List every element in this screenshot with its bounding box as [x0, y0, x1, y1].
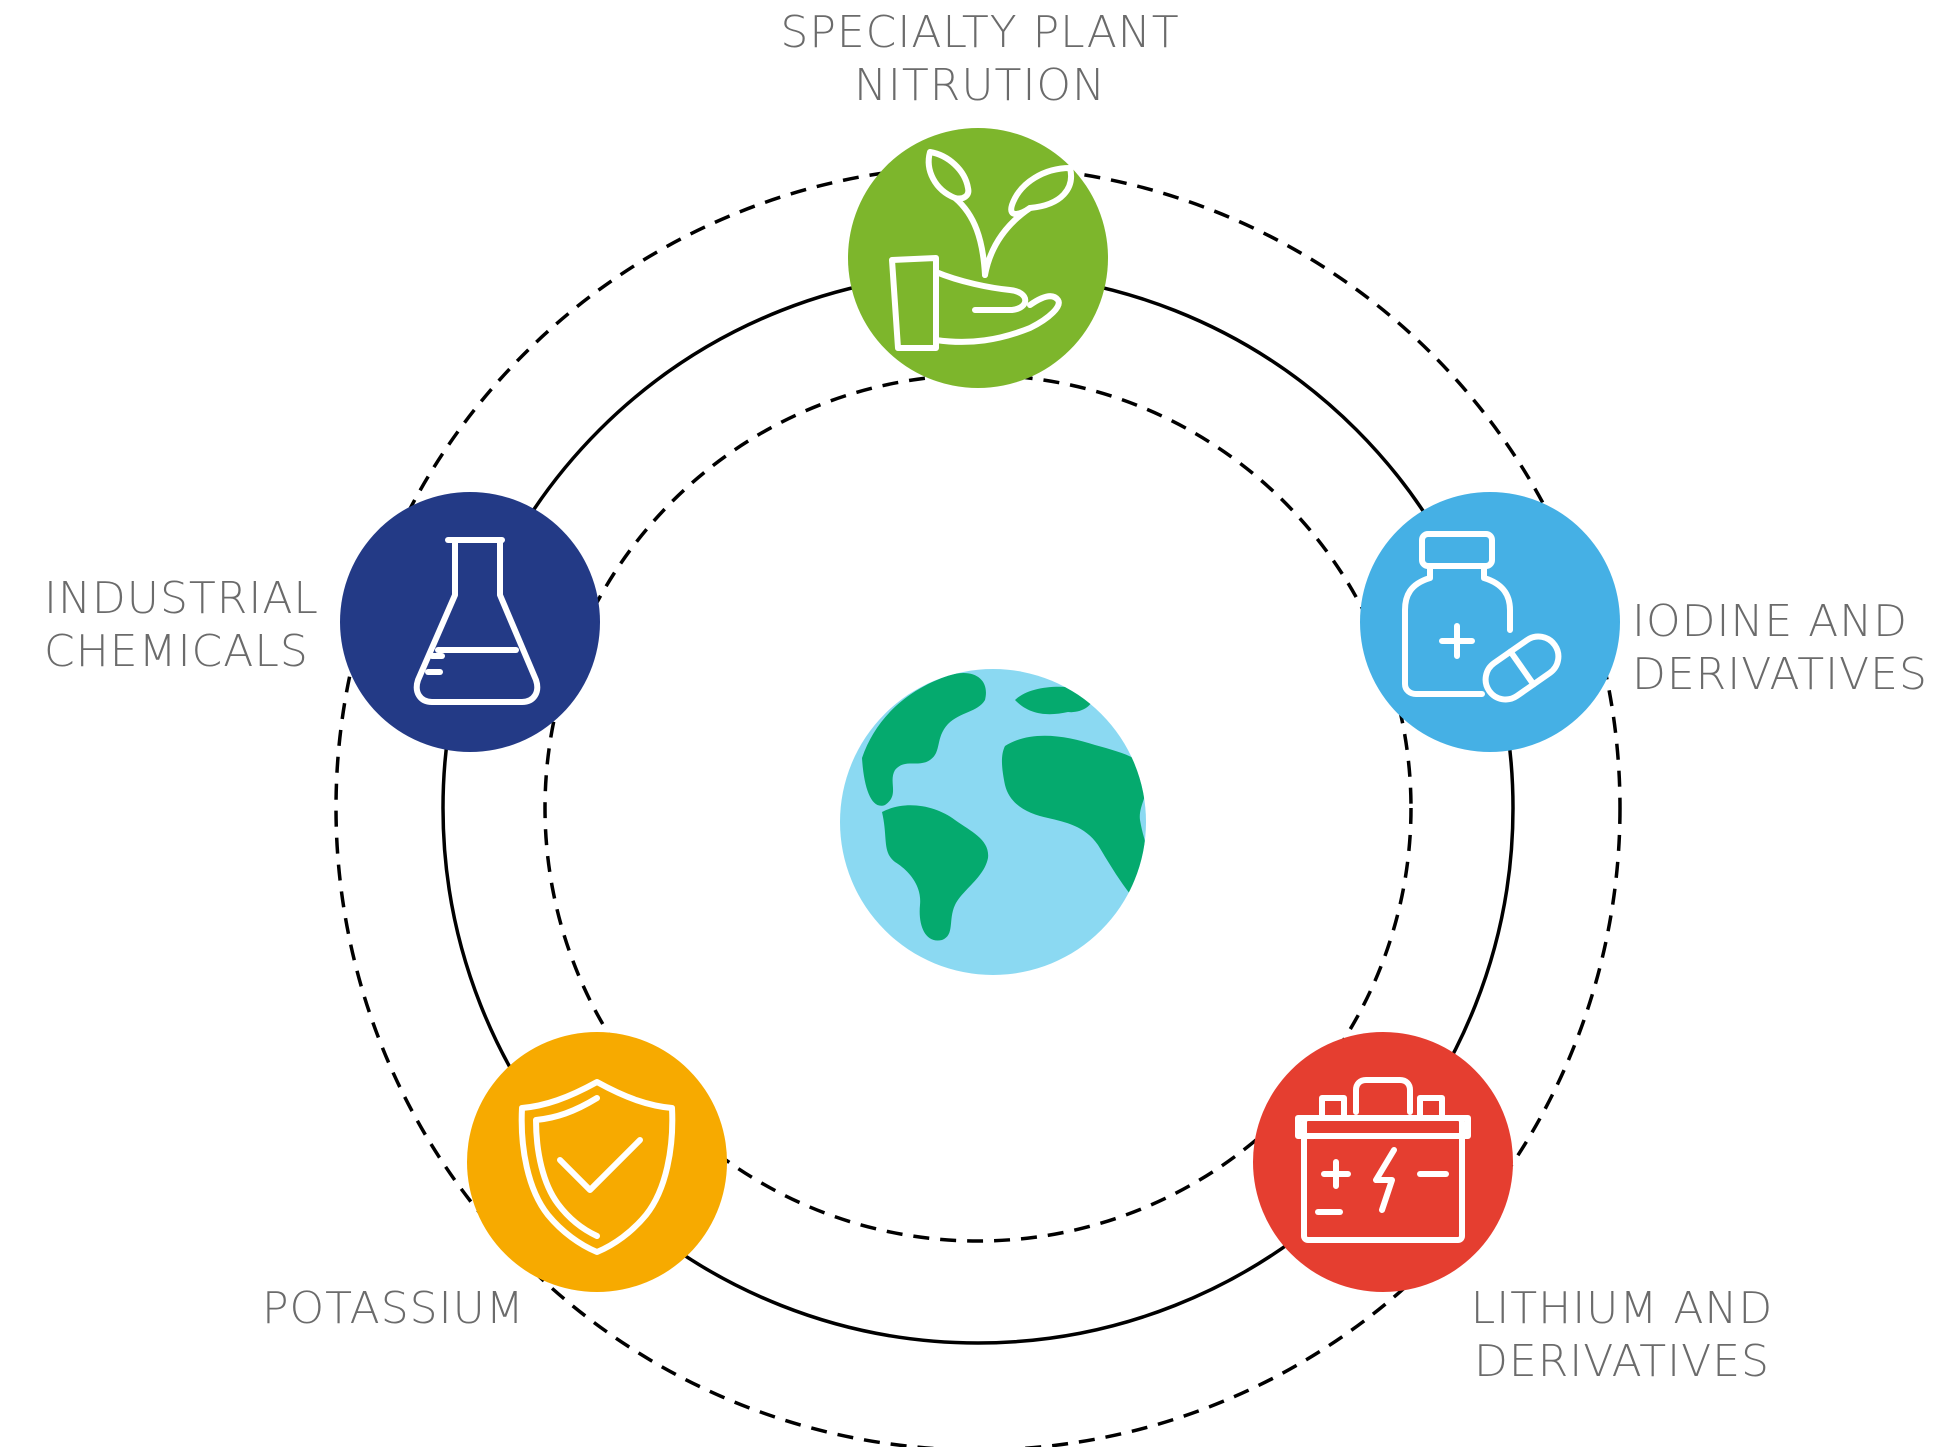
globe-land-north-america — [862, 672, 986, 806]
globe-land-greenland — [1015, 686, 1094, 715]
label-plant-nutrition-line-2: NITRUTION — [854, 60, 1106, 111]
label-iodine: IODINE AND DERIVATIVES — [1632, 595, 1935, 701]
label-industrial-line-1: INDUSTRIAL — [44, 573, 319, 624]
medicine-bottle-icon — [1402, 531, 1562, 703]
label-iodine-line-1: IODINE AND — [1632, 596, 1909, 647]
plant-in-hand-icon — [889, 149, 1074, 351]
label-lithium-line-1: LITHIUM AND — [1470, 1283, 1774, 1334]
label-industrial: INDUSTRIAL CHEMICALS — [44, 572, 344, 678]
node-iodine — [1360, 492, 1620, 752]
globe-land-africa-europe — [1002, 735, 1146, 900]
label-lithium: LITHIUM AND DERIVATIVES — [1462, 1282, 1782, 1388]
node-industrial — [340, 492, 600, 752]
flask-icon — [413, 537, 541, 705]
label-lithium-line-2: DERIVATIVES — [1474, 1336, 1770, 1387]
potassium-badge — [467, 1032, 727, 1292]
label-iodine-line-2: DERIVATIVES — [1632, 649, 1928, 700]
label-industrial-line-2: CHEMICALS — [44, 626, 309, 677]
node-plant-nutrition — [848, 128, 1108, 388]
label-potassium: POTASSIUM — [262, 1282, 542, 1335]
node-potassium — [467, 1032, 727, 1292]
lithium-badge — [1253, 1032, 1513, 1292]
battery-icon — [1295, 1077, 1471, 1243]
label-potassium-line-1: POTASSIUM — [262, 1283, 525, 1334]
iodine-badge — [1360, 492, 1620, 752]
label-plant-nutrition-line-1: SPECIALTY PLANT — [780, 7, 1180, 58]
shield-check-icon — [518, 1079, 676, 1255]
globe-land-south-america — [882, 805, 989, 941]
label-plant-nutrition: SPECIALTY PLANT NITRUTION — [690, 6, 1270, 112]
node-lithium — [1253, 1032, 1513, 1292]
globe-icon — [840, 669, 1146, 975]
industrial-badge — [340, 492, 600, 752]
